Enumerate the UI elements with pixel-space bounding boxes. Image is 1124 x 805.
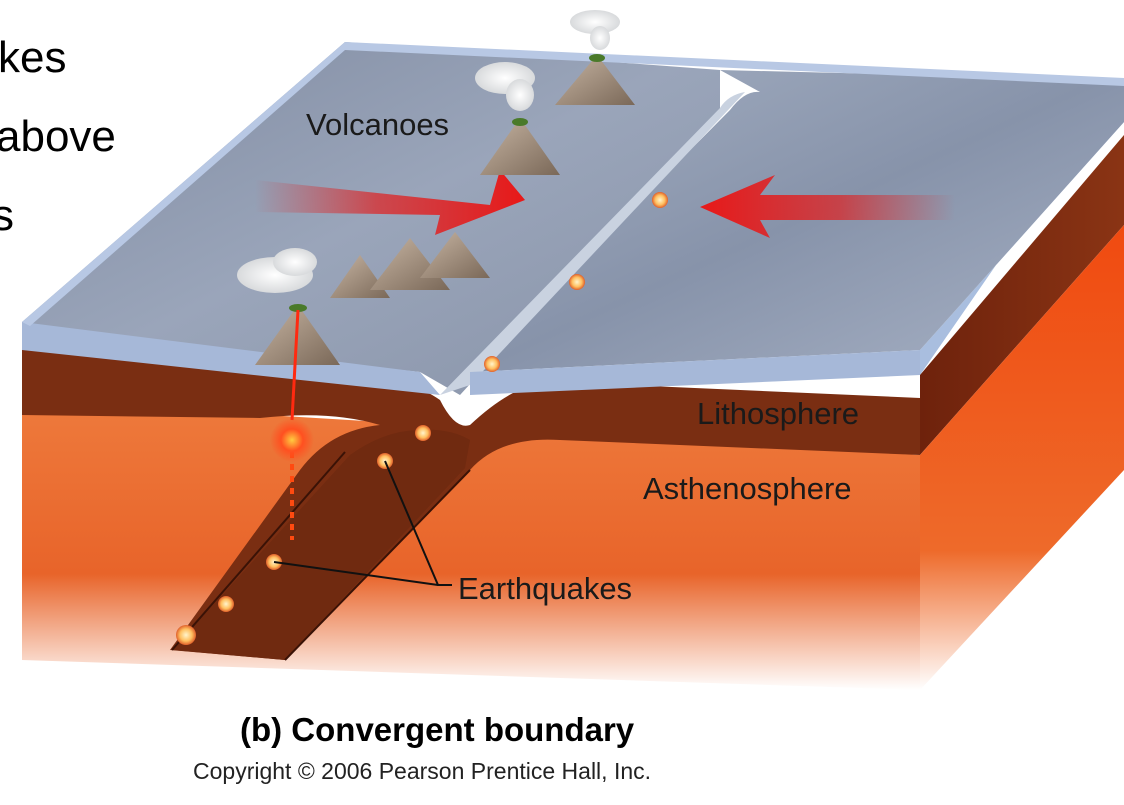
- earthquakes-leader-lines: [273, 460, 452, 586]
- label-lithosphere: Lithosphere: [697, 396, 860, 431]
- label-volcanoes: Volcanoes: [306, 107, 450, 142]
- volcano-icon: [237, 10, 635, 365]
- ocean-plate-right: [470, 70, 1124, 372]
- slide-text-line-1: kes: [0, 33, 67, 82]
- slide-text-line-2: above: [0, 112, 116, 161]
- ocean-edge: [22, 322, 440, 395]
- copyright-notice: Copyright © 2006 Pearson Prentice Hall, …: [193, 758, 652, 784]
- diagram-caption: (b) Convergent boundary: [240, 711, 635, 748]
- plate-motion-arrow-left: [255, 170, 525, 235]
- trench: [440, 92, 745, 395]
- label-asthenosphere: Asthenosphere: [643, 471, 852, 506]
- earthquake-marker: [176, 192, 668, 645]
- label-earthquakes: Earthquakes: [458, 571, 633, 606]
- slide-text-line-3: s: [0, 191, 14, 240]
- ocean-plate-left: [22, 42, 720, 395]
- plate-motion-arrow-right: [700, 175, 955, 238]
- magma-conduit: [270, 309, 314, 540]
